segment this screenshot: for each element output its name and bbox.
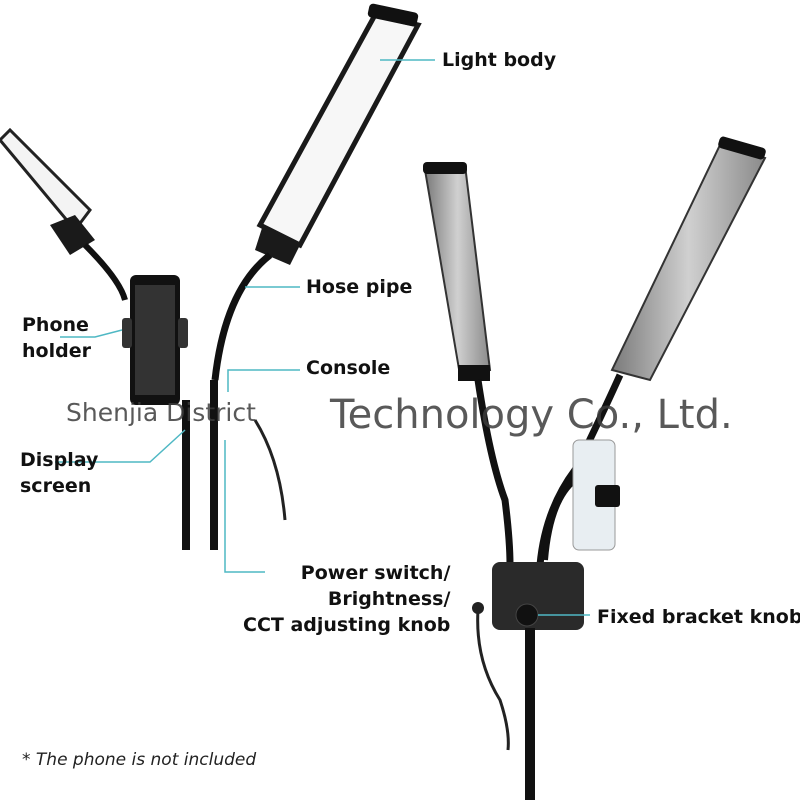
label-display-screen: Display screen: [20, 447, 98, 499]
label-line: screen: [20, 475, 92, 497]
label-hose-pipe: Hose pipe: [306, 276, 413, 298]
watermark-right: Technology Co., Ltd.: [330, 392, 733, 438]
light-body-panel: [211, 3, 422, 381]
label-line: CCT adjusting knob: [243, 614, 451, 636]
phone-holder: [122, 275, 188, 405]
label-console: Console: [306, 357, 391, 379]
watermark-left: Shenjia District: [66, 398, 256, 427]
leader-lines: [55, 59, 590, 616]
label-light-body: Light body: [442, 49, 557, 71]
right-lamp-left: [423, 162, 514, 566]
label-line: Phone: [22, 314, 89, 336]
right-phone-holder: [572, 439, 620, 551]
left-lamp-top-left: [0, 127, 128, 301]
label-fixed-bracket-knob: Fixed bracket knob: [597, 606, 800, 628]
console-box: [472, 562, 584, 800]
label-phone-holder: Phone holder: [22, 312, 91, 364]
label-line: Display: [20, 449, 99, 471]
left-stand: [182, 380, 287, 550]
disclaimer-note: * The phone is not included: [22, 750, 257, 770]
label-power-switch: Power switch/ Brightness/ CCT adjusting …: [243, 560, 450, 638]
label-line: holder: [22, 340, 91, 362]
label-line: Power switch/: [300, 562, 451, 584]
label-line: Brightness/: [327, 588, 451, 610]
